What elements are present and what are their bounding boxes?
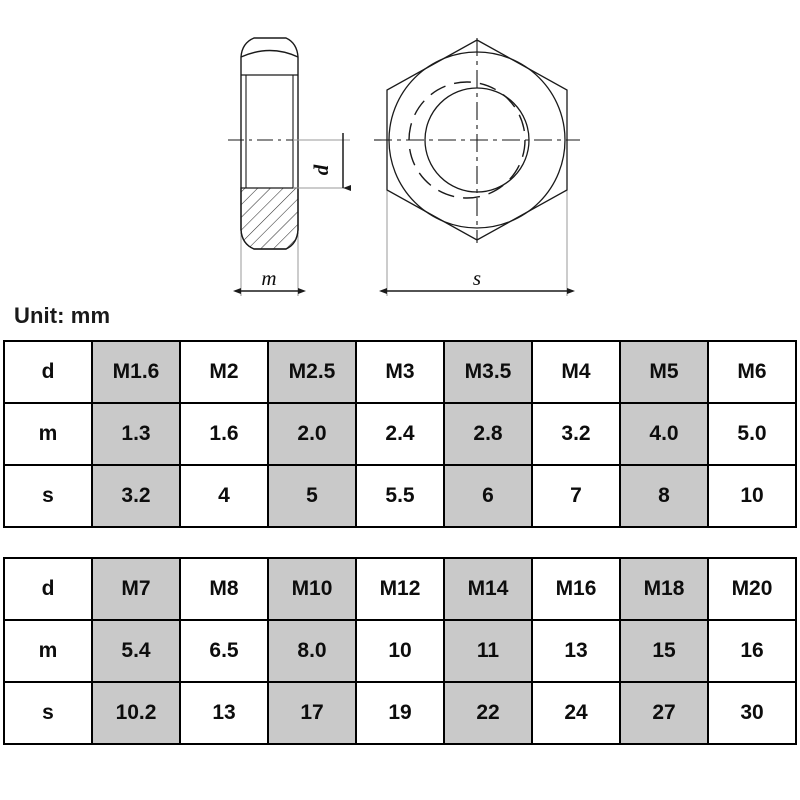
hex-nut-front-view: s [374,38,580,296]
cell-d-m5: M5 [619,340,709,404]
row-header-s: s [3,681,93,745]
cell-d-m18: M18 [619,557,709,621]
cell-m-m5: 4.0 [619,402,709,466]
spec-table-small-sizes: d M1.6 M2 M2.5 M3 M3.5 M4 M5 M6 m 1.3 1.… [3,340,797,528]
row-header-s: s [3,464,93,528]
cell-m-m18: 15 [619,619,709,683]
cell-s-m16: 24 [531,681,621,745]
cell-d-m6: M6 [707,340,797,404]
technical-drawing-area: d m [0,0,800,310]
row-header-d: d [3,340,93,404]
nut-top-chamfer-arc [240,49,299,58]
cell-s-m20: 30 [707,681,797,745]
cell-m-m2-5: 2.0 [267,402,357,466]
table-row: m 1.3 1.6 2.0 2.4 2.8 3.2 4.0 5.0 [3,402,797,466]
cell-m-m12: 10 [355,619,445,683]
cell-s-m12: 19 [355,681,445,745]
hex-nut-drawing-svg: d m [228,37,580,296]
cell-m-m3: 2.4 [355,402,445,466]
cell-s-m3-5: 6 [443,464,533,528]
row-header-d: d [3,557,93,621]
unit-note: Unit: mm [14,303,111,328]
cell-s-m2: 4 [179,464,269,528]
cell-m-m1-6: 1.3 [91,402,181,466]
cell-d-m16: M16 [531,557,621,621]
table-row: s 10.2 13 17 19 22 24 27 30 [3,681,797,745]
cell-s-m10: 17 [267,681,357,745]
cell-d-m8: M8 [179,557,269,621]
cell-d-m3-5: M3.5 [443,340,533,404]
table-row: s 3.2 4 5 5.5 6 7 8 10 [3,464,797,528]
cell-s-m8: 13 [179,681,269,745]
cell-d-m4: M4 [531,340,621,404]
cell-s-m4: 7 [531,464,621,528]
nut-section-hatch [240,187,299,250]
cell-m-m7: 5.4 [91,619,181,683]
cell-s-m6: 10 [707,464,797,528]
dimension-label-s: s [473,266,481,290]
cell-s-m18: 27 [619,681,709,745]
table-row: m 5.4 6.5 8.0 10 11 13 15 16 [3,619,797,683]
cell-d-m20: M20 [707,557,797,621]
cell-s-m2-5: 5 [267,464,357,528]
table-row: d M1.6 M2 M2.5 M3 M3.5 M4 M5 M6 [3,340,797,404]
cell-m-m14: 11 [443,619,533,683]
cell-s-m14: 22 [443,681,533,745]
cell-s-m5: 8 [619,464,709,528]
cell-d-m7: M7 [91,557,181,621]
cell-s-m3: 5.5 [355,464,445,528]
row-header-m: m [3,619,93,683]
dimension-label-d: d [309,164,333,175]
cell-d-m3: M3 [355,340,445,404]
cell-m-m3-5: 2.8 [443,402,533,466]
row-header-m: m [3,402,93,466]
cell-m-m10: 8.0 [267,619,357,683]
cell-d-m2: M2 [179,340,269,404]
cell-d-m14: M14 [443,557,533,621]
cell-m-m16: 13 [531,619,621,683]
cell-d-m1-6: M1.6 [91,340,181,404]
cell-d-m10: M10 [267,557,357,621]
cell-m-m20: 16 [707,619,797,683]
hex-nut-side-section-view: d m [228,37,351,296]
cell-s-m7: 10.2 [91,681,181,745]
dimension-label-m: m [261,266,276,290]
cell-d-m12: M12 [355,557,445,621]
spec-table-large-sizes: d M7 M8 M10 M12 M14 M16 M18 M20 m 5.4 6.… [3,557,797,745]
cell-d-m2-5: M2.5 [267,340,357,404]
table-row: d M7 M8 M10 M12 M14 M16 M18 M20 [3,557,797,621]
cell-m-m8: 6.5 [179,619,269,683]
cell-s-m1-6: 3.2 [91,464,181,528]
cell-m-m2: 1.6 [179,402,269,466]
cell-m-m6: 5.0 [707,402,797,466]
cell-m-m4: 3.2 [531,402,621,466]
